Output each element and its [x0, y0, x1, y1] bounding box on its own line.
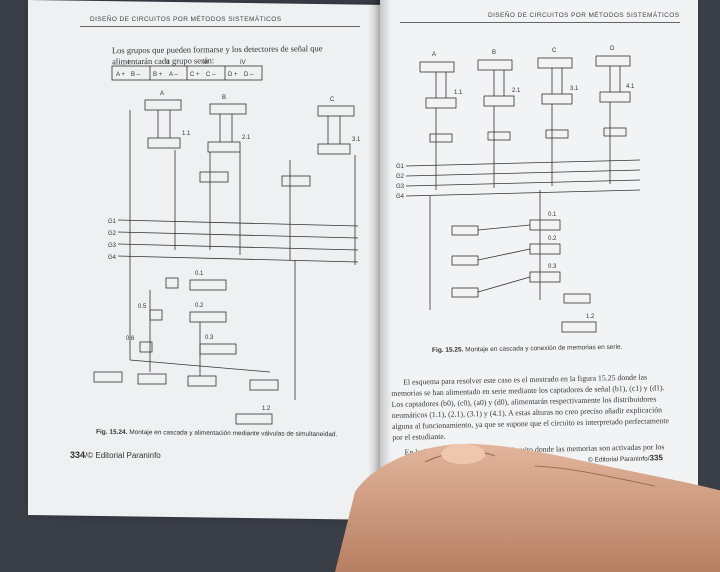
left-page-number: 334 — [70, 450, 86, 460]
r-line-label: G4 — [396, 194, 405, 200]
r-cyl-label: A — [432, 52, 436, 58]
left-circuit-diagram: A B C 1.1 2.1 3.1 0.1 0.2 0.3 0.5 0.6 1.… — [93, 60, 361, 425]
line-label: G3 — [108, 243, 117, 249]
left-header-rule — [80, 26, 360, 27]
valve-label: 3.1 — [352, 137, 361, 143]
valve-label: 0.1 — [195, 271, 204, 277]
cyl-label-c: C — [330, 97, 335, 103]
line-label: G1 — [108, 219, 117, 225]
seq-label: D + — [228, 72, 238, 78]
r-valve-label: 4.1 — [626, 84, 635, 90]
left-publisher: /© Editorial Paraninfo — [85, 451, 161, 460]
valve-label: 1.1 — [182, 131, 191, 137]
right-header-rule — [400, 22, 680, 23]
r-valve-label: 1.2 — [586, 314, 595, 320]
valve-label: 0.2 — [195, 303, 204, 309]
seq-label: A – — [169, 72, 178, 78]
valve-label: 0.3 — [205, 335, 214, 341]
seq-label: C – — [206, 72, 216, 78]
hand-image — [335, 443, 720, 572]
valve-label: 0.5 — [138, 304, 147, 310]
r-line-label: G3 — [396, 184, 405, 190]
valve-label: 0.6 — [126, 336, 135, 342]
r-line-label: G2 — [396, 174, 405, 180]
r-valve-label: 3.1 — [570, 86, 579, 92]
left-page-header: DISEÑO DE CIRCUITOS POR MÉTODOS SISTEMÁT… — [90, 16, 282, 23]
right-page-header: DISEÑO DE CIRCUITOS POR MÉTODOS SISTEMÁT… — [488, 12, 680, 19]
r-valve-label: 1.1 — [454, 90, 463, 96]
r-valve-label: 0.1 — [548, 212, 557, 218]
seq-label: D – — [244, 72, 254, 78]
r-line-label: G1 — [396, 164, 405, 170]
book-gutter — [368, 0, 392, 520]
seq-group: III — [203, 60, 208, 66]
valve-label: 2.1 — [242, 135, 251, 141]
right-circuit-diagram: A B C D 1.1 2.1 3.1 4.1 0.1 0.2 0.3 1.2 … — [396, 46, 641, 333]
valve-label: 1.2 — [262, 406, 271, 412]
r-valve-label: 0.3 — [548, 264, 557, 270]
seq-group: IV — [240, 60, 246, 66]
seq-label: C + — [190, 72, 200, 78]
left-folio: 334/© Editorial Paraninfo — [70, 450, 161, 460]
r-cyl-label: B — [492, 50, 496, 56]
right-caption-number: Fig. 15.25. — [431, 346, 464, 355]
r-valve-label: 0.2 — [548, 236, 557, 242]
r-cyl-label: D — [610, 46, 615, 52]
seq-label: B + — [153, 72, 163, 78]
cyl-label-b: B — [222, 95, 226, 101]
seq-group: II — [166, 60, 170, 66]
seq-group: I — [128, 60, 130, 66]
cyl-label-a: A — [160, 91, 164, 97]
line-label: G4 — [108, 255, 117, 261]
r-valve-label: 2.1 — [512, 88, 521, 94]
photo-scene: DISEÑO DE CIRCUITOS POR MÉTODOS SISTEMÁT… — [28, 0, 720, 572]
seq-label: A + — [116, 72, 125, 78]
r-cyl-label: C — [552, 48, 557, 54]
line-label: G2 — [108, 231, 117, 237]
seq-label: B – — [131, 72, 141, 78]
